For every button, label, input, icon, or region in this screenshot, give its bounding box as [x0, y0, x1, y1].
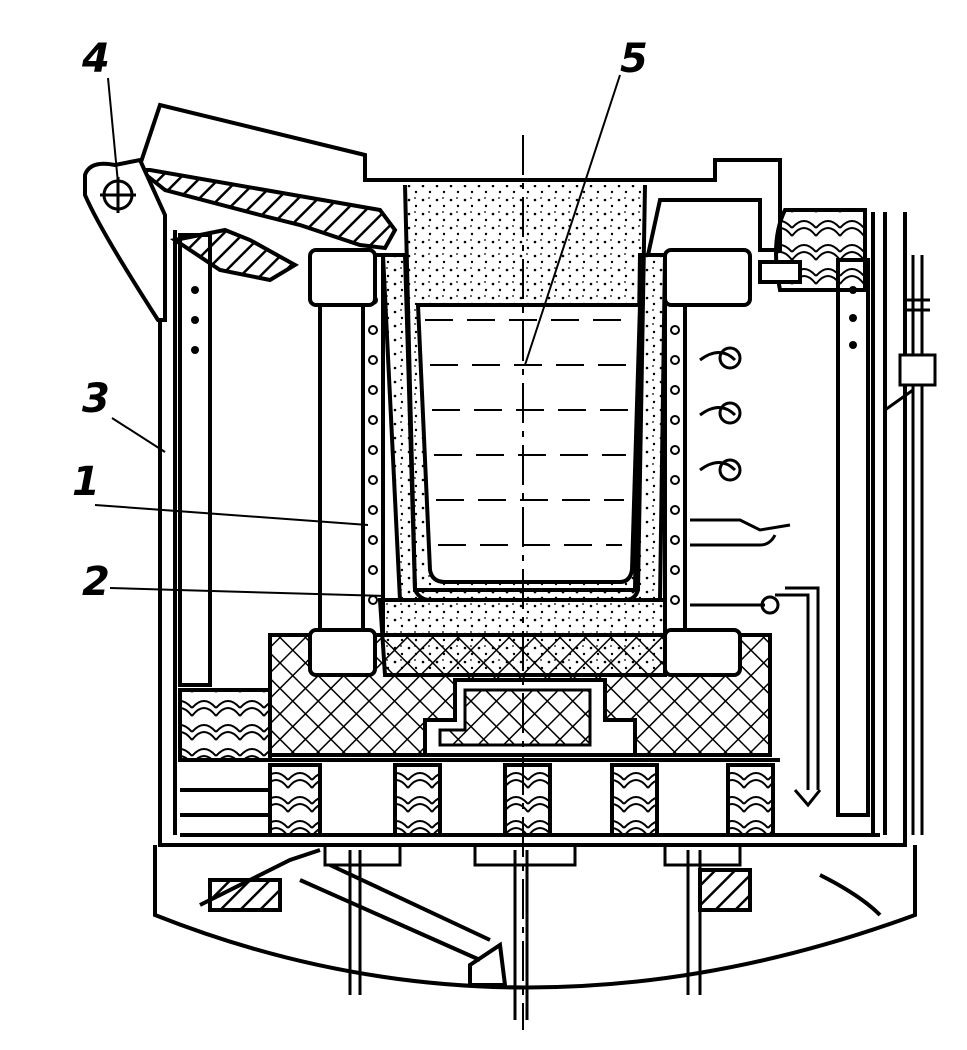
leader-lines — [94, 74, 621, 597]
right-valve — [884, 255, 937, 835]
bath-level-dashes — [425, 319, 635, 546]
inductor-coil — [308, 248, 752, 677]
callout-1: 1 — [72, 459, 100, 505]
callout-3: 3 — [82, 376, 110, 422]
callout-4: 4 — [81, 36, 110, 82]
hinge-pin — [100, 177, 136, 213]
support-rods — [323, 843, 742, 1020]
molten-metal-bath — [415, 303, 643, 584]
callout-2: 2 — [82, 559, 110, 605]
callout-labels: 1 2 3 4 5 — [72, 36, 648, 605]
callout-5: 5 — [620, 36, 648, 82]
wood-blocks — [178, 688, 780, 837]
corner-wood-blocks — [758, 208, 867, 292]
cooling-pipes — [690, 346, 822, 808]
